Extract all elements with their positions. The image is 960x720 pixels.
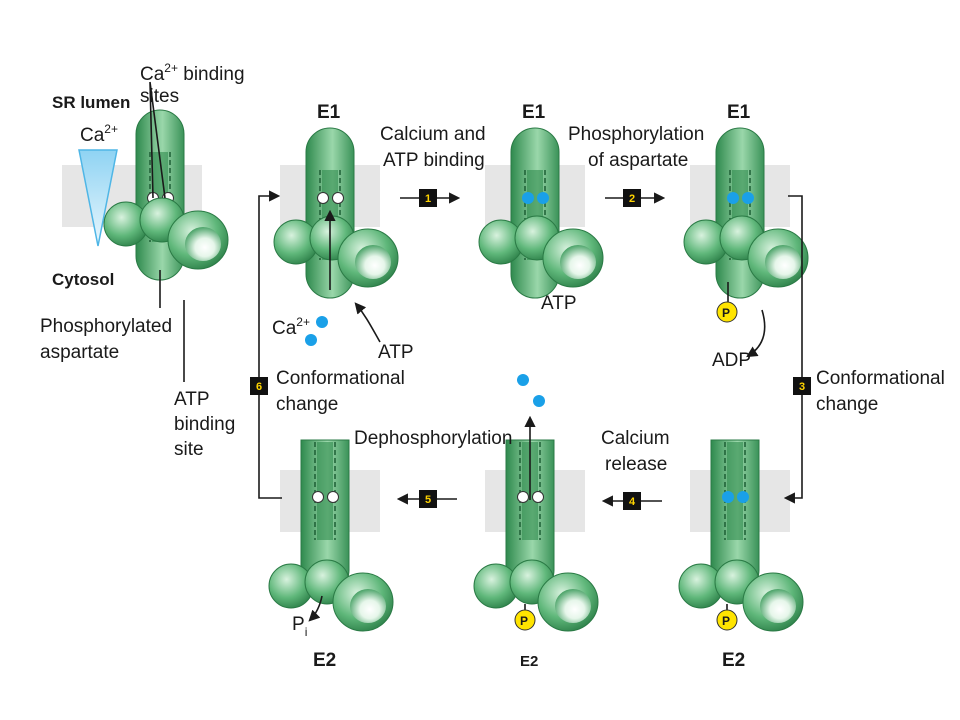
state-1-label: E1 — [317, 102, 341, 123]
bound-calcium — [537, 192, 549, 204]
atp-in-label: ATP — [378, 342, 414, 363]
calcium-ion — [305, 334, 317, 346]
calcium-gradient-wedge — [78, 149, 118, 247]
atp-bound-label: ATP — [541, 293, 577, 314]
bound-calcium — [727, 192, 739, 204]
step-5: Dephosphorylation 5 — [354, 428, 512, 508]
cytosol-label: Cytosol — [52, 270, 114, 289]
state-4: E2 P — [678, 439, 804, 671]
empty-ca-site — [517, 491, 529, 503]
bound-calcium — [737, 491, 749, 503]
step-1-box — [419, 189, 437, 207]
step-6-number: 6 — [256, 381, 262, 393]
atp-site-label-3: site — [174, 439, 204, 460]
step-3: 3 Conformational change — [783, 195, 945, 504]
phosphate-group — [716, 609, 738, 631]
phospho-aspartate-label-2: aspartate — [40, 342, 119, 363]
empty-ca-site — [532, 491, 544, 503]
step-5-label: Dephosphorylation — [354, 428, 512, 449]
bound-calcium — [742, 192, 754, 204]
atp-site-label: ATP — [174, 389, 210, 410]
ca-in-label: Ca2+ — [272, 315, 310, 339]
state-5-protein: P — [473, 439, 599, 632]
step-2-number: 2 — [629, 193, 635, 205]
state-2: E1 ATP — [478, 102, 604, 314]
step-6-arrow — [258, 190, 282, 499]
step-4-label-2: release — [605, 454, 667, 475]
step-4-number: 4 — [629, 496, 636, 508]
phosphate-label: P — [722, 306, 730, 320]
phospho-aspartate-label: Phosphorylated — [40, 316, 172, 337]
step-4: Calcium release 4 — [601, 428, 670, 510]
binding-sites-pointer — [149, 81, 166, 199]
phosphate-label: P — [722, 614, 730, 628]
step-3-box — [793, 377, 811, 395]
bound-calcium — [522, 192, 534, 204]
step-3-number: 3 — [799, 381, 805, 393]
atp-entry-arrow — [354, 302, 381, 343]
empty-ca-site — [332, 192, 344, 204]
empty-ca-site — [312, 491, 324, 503]
sr-lumen-label: SR lumen — [52, 93, 130, 112]
step-2-box — [623, 189, 641, 207]
step-3-arrow — [783, 195, 803, 504]
phosphate-group — [716, 301, 738, 323]
step-4-box — [623, 492, 641, 510]
step-2: Phosphorylation of aspartate 2 — [568, 124, 704, 207]
atp-site-label-2: binding — [174, 414, 235, 435]
state-5: E2 P — [473, 374, 599, 670]
step-1-label: Calcium and — [380, 124, 486, 145]
released-calcium — [517, 374, 529, 386]
step-1: Calcium and ATP binding 1 — [380, 124, 486, 207]
step-5-number: 5 — [425, 494, 431, 506]
calcium-ion — [316, 316, 328, 328]
step-6-box — [250, 377, 268, 395]
step-2-label: Phosphorylation — [568, 124, 704, 145]
bound-calcium — [722, 491, 734, 503]
state-1: E1 Ca2+ ATP Conformational change — [272, 102, 414, 415]
pi-release-arrow — [308, 595, 323, 622]
state-3-label: E1 — [727, 102, 751, 123]
ca-gradient-label: Ca2+ — [80, 122, 118, 146]
state-5-label: E2 — [520, 653, 538, 670]
step-2-label-2: of aspartate — [588, 150, 688, 171]
empty-ca-site — [317, 192, 329, 204]
state-2-label: E1 — [522, 102, 546, 123]
step-4-label: Calcium — [601, 428, 670, 449]
pi-out-label: Pi — [292, 614, 307, 639]
adp-release-arrow — [746, 309, 766, 358]
step-5-box — [419, 490, 437, 508]
step-3-label: Conformational — [816, 368, 945, 389]
state-6-label: E2 — [313, 650, 336, 671]
adp-out-label: ADP — [712, 350, 751, 371]
step-6: 6 — [250, 190, 282, 499]
state-4-label: E2 — [722, 650, 745, 671]
conformational-change-6-label: Conformational — [276, 368, 405, 389]
empty-ca-site — [327, 491, 339, 503]
state-6: E2 Pi — [268, 439, 394, 671]
phosphate-label: P — [520, 614, 528, 628]
step-1-number: 1 — [425, 193, 431, 205]
state-6-protein — [268, 439, 394, 632]
state-4-protein: P — [678, 439, 804, 632]
binding-sites-label-2: sites — [140, 86, 179, 107]
state-3: E1 P ADP — [683, 102, 809, 371]
step-3-label-2: change — [816, 394, 878, 415]
legend-panel: SR lumen Ca2+ Ca2+ binding sites Cytosol… — [40, 61, 245, 460]
step-1-label-2: ATP binding — [383, 150, 485, 171]
binding-sites-label: Ca2+ binding — [140, 61, 245, 85]
conformational-change-6-label-2: change — [276, 394, 338, 415]
phosphate-group — [514, 609, 536, 631]
released-calcium — [533, 395, 545, 407]
